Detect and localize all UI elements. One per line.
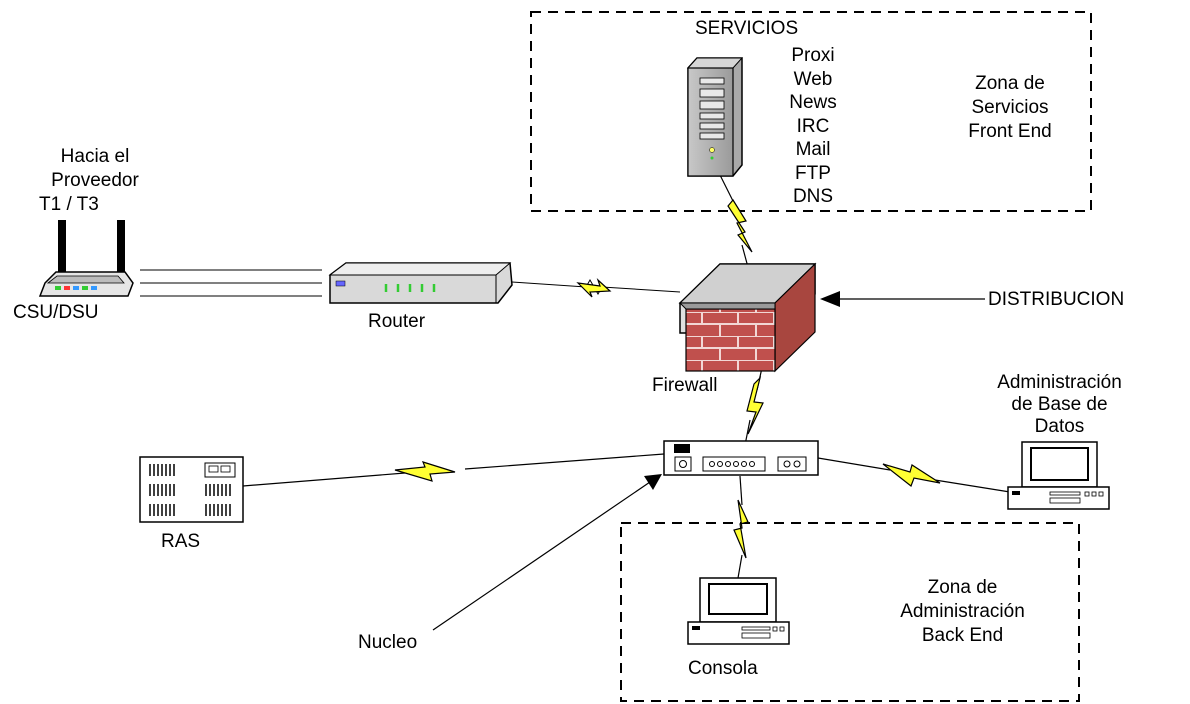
ras-device [139,456,244,523]
services-zone-label-line: Zona de [975,73,1045,94]
service-item: IRC [796,115,830,137]
service-item: Web [793,68,833,90]
link-type-label: T1 / T3 [39,194,99,215]
switch-dbadmin-bolt [882,463,941,487]
services-zone-box [530,11,1092,212]
console-workstation [687,577,790,645]
services-zone-label-line: Front End [968,121,1052,142]
db-admin-label-line: Datos [1034,416,1085,437]
provider-label-line: Hacia el [60,146,130,167]
db-admin-label-line: de Base de [1011,394,1108,415]
service-item: Mail [795,139,831,160]
provider-label-line: Proveedor [51,170,139,191]
db-admin-label: Administración de Base de Datos [972,372,1147,438]
admin-zone-label: Zona de Administración Back End [875,576,1050,648]
switch-console-bolt [733,499,749,559]
service-item: News [789,92,837,113]
lightning-links [242,174,1011,579]
db-admin-label-line: Administración [997,372,1122,393]
distribucion-arrow-head [820,291,840,307]
arrows [432,291,985,631]
nucleo-arrow-head [644,474,662,490]
admin-zone-box [620,522,1080,702]
ras-switch-bolt [394,461,456,482]
provider-label: Hacia el Proveedor [30,145,160,193]
service-item: Proxi [791,45,835,66]
ras-label: RAS [161,531,201,552]
network-switch [663,440,819,476]
firewall-switch-bolt [746,376,764,435]
server-tower [686,57,744,177]
service-item: DNS [792,186,834,207]
service-item: FTP [795,162,831,184]
consola-label: Consola [688,658,758,679]
admin-zone-label-line: Administración [900,601,1025,622]
server-firewall-bolt [727,198,753,253]
services-list: Proxi Web News IRC Mail FTP DNS [778,44,848,209]
services-zone-label: Zona de Servicios Front End [945,72,1075,144]
csu-router-link [140,269,322,297]
nucleo-label: Nucleo [358,632,418,653]
router-device [328,262,513,304]
admin-zone-label-line: Zona de [927,577,998,598]
firewall-wall [678,262,817,373]
router-firewall-bolt [576,277,612,298]
csu-dsu-device [38,220,134,297]
admin-zone-label-line: Back End [921,625,1004,646]
services-zone-label-line: Servicios [971,97,1049,118]
distribucion-label: DISTRIBUCION [988,289,1125,310]
services-title: SERVICIOS [695,18,799,39]
db-admin-workstation [1007,441,1110,510]
firewall-label: Firewall [652,375,718,396]
router-label: Router [368,311,426,332]
csu-dsu-label: CSU/DSU [13,302,99,323]
